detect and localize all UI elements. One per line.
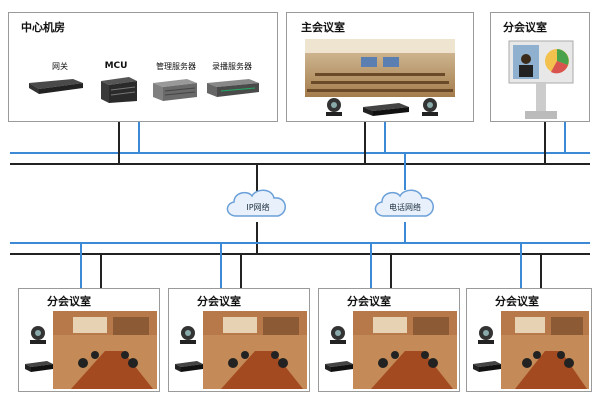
connector	[390, 254, 392, 288]
meeting-room-photo	[353, 311, 457, 389]
codec-icon	[325, 361, 353, 372]
recording-server-icon	[207, 79, 259, 97]
management-server-icon	[153, 79, 197, 101]
codec-icon	[473, 361, 501, 372]
branch-top-title: 分会议室	[503, 21, 547, 34]
branch-room-title: 分会议室	[47, 295, 91, 308]
connector	[138, 122, 140, 154]
connector	[564, 122, 566, 154]
mcu-label: MCU	[104, 61, 128, 71]
meeting-room-photo	[501, 311, 589, 389]
connector	[80, 243, 82, 288]
branch-room-title: 分会议室	[197, 295, 241, 308]
meeting-room-photo	[53, 311, 157, 389]
codec-icon	[175, 361, 203, 372]
center-room-box: 中心机房 网关 MCU 管理服务器 录播服务器	[8, 12, 278, 122]
connector	[520, 243, 522, 288]
camera-icon	[478, 326, 494, 344]
branch-room-box: 分会议室	[18, 288, 160, 392]
main-room-box: 主会议室	[286, 12, 474, 122]
center-room-title: 中心机房	[21, 21, 65, 34]
management-server-label: 管理服务器	[156, 62, 196, 71]
connector	[540, 254, 542, 288]
branch-top-box: 分会议室	[490, 12, 590, 122]
ip-network-label: IP网络	[246, 203, 270, 212]
terminal-stand-icon	[508, 40, 574, 119]
connector	[256, 163, 258, 191]
connector	[240, 254, 242, 288]
main-room-title: 主会议室	[301, 21, 345, 34]
phone-network-label: 电话网络	[389, 203, 421, 212]
codec-icon	[25, 361, 53, 372]
codec-icon	[363, 103, 409, 116]
recording-server-label: 录播服务器	[212, 62, 252, 71]
connector	[100, 254, 102, 288]
connector	[256, 222, 258, 254]
lower-bus-black	[10, 253, 590, 255]
connector	[370, 243, 372, 288]
upper-bus-black	[10, 163, 590, 165]
connector	[404, 152, 406, 190]
camera-icon	[326, 98, 342, 116]
connector	[544, 122, 546, 164]
branch-room-title: 分会议室	[347, 295, 391, 308]
connector	[384, 122, 386, 154]
connector	[404, 222, 406, 243]
ip-network-cloud	[226, 189, 286, 217]
mcu-icon	[101, 77, 137, 103]
gateway-icon	[29, 79, 83, 94]
camera-icon	[30, 326, 46, 344]
branch-room-box: 分会议室	[466, 288, 592, 392]
camera-icon	[330, 326, 346, 344]
camera-icon	[422, 98, 438, 116]
connector	[364, 122, 366, 164]
branch-room-box: 分会议室	[318, 288, 460, 392]
conference-hall-image	[305, 39, 455, 97]
branch-room-title: 分会议室	[495, 295, 539, 308]
gateway-label: 网关	[52, 62, 68, 71]
meeting-room-photo	[203, 311, 307, 389]
branch-room-box: 分会议室	[168, 288, 310, 392]
connector	[220, 243, 222, 288]
upper-bus-blue	[10, 152, 590, 154]
phone-network-cloud	[374, 189, 434, 217]
lower-bus-blue	[10, 242, 590, 244]
camera-icon	[180, 326, 196, 344]
connector	[118, 122, 120, 164]
